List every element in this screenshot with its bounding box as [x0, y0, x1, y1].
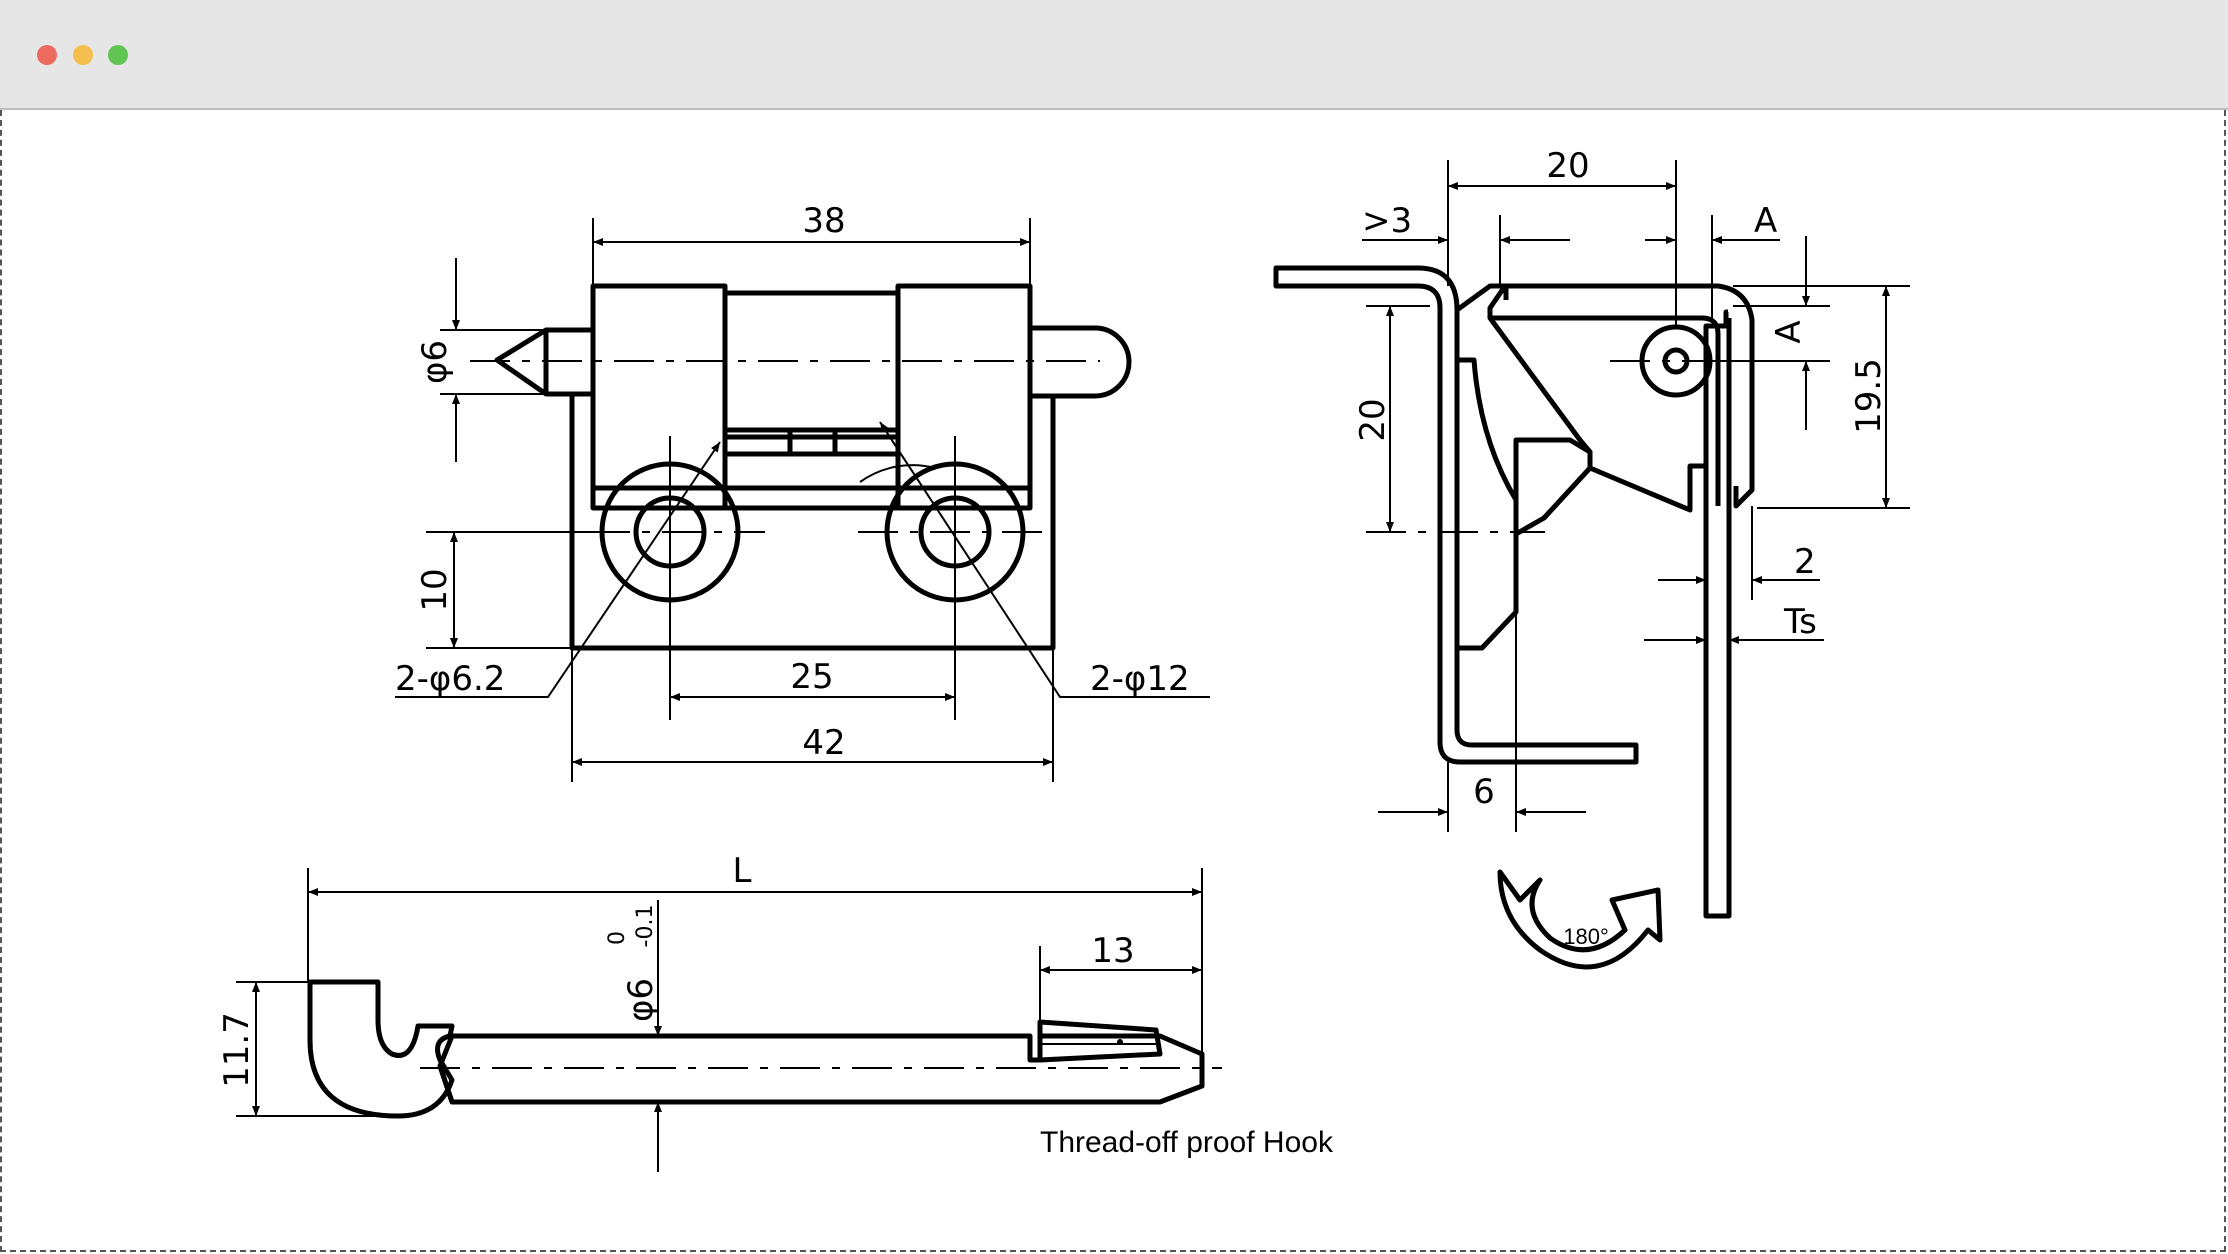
window-titlebar [0, 0, 2228, 110]
dim-ts: Ts [1783, 602, 1817, 642]
maximize-window-button[interactable] [108, 45, 128, 65]
dim-a-top: A [1754, 201, 1777, 241]
dim-phi6: φ6 [415, 340, 455, 384]
latch-base-plate [1273, 265, 1639, 765]
tol-upper: 0 [605, 931, 630, 945]
dim-2: 2 [1794, 542, 1816, 582]
latch-hook-blade [1703, 318, 1732, 919]
dim-a-side: A [1769, 320, 1809, 343]
dim-19-5: 19.5 [1849, 358, 1889, 434]
hook-tip-spring [1037, 1019, 1163, 1063]
hook-end [307, 979, 455, 1119]
label-holes-large: 2-φ12 [1090, 659, 1190, 699]
front-view: 38 φ6 10 2-φ6.2 2-φ12 25 42 [395, 201, 1210, 782]
dim-13: 13 [1091, 931, 1134, 971]
rotation-arrow-icon [1497, 869, 1663, 970]
rotation-label: 180° [1563, 924, 1609, 949]
label-holes-small: 2-φ6.2 [395, 659, 505, 699]
dim-11-7: 11.7 [217, 1012, 257, 1088]
close-window-button[interactable] [37, 45, 57, 65]
dim-20-left: 20 [1353, 398, 1393, 441]
dim-l: L [733, 851, 752, 891]
left-knuckle [590, 283, 728, 511]
pin-right [1030, 325, 1132, 399]
dim-6: 6 [1473, 772, 1495, 812]
drawing-canvas [0, 110, 2226, 1252]
hook-caption: Thread-off proof Hook [1040, 1126, 1334, 1159]
dim-10: 10 [415, 568, 455, 611]
base-plate [569, 396, 1056, 651]
hook-view: L 13 11.7 φ6 0 -0.1 Thread-off proof Hoo… [217, 851, 1334, 1172]
minimize-window-button[interactable] [73, 45, 93, 65]
dim-hook-phi6: φ6 [621, 978, 661, 1022]
dim-38: 38 [802, 201, 845, 241]
dim-42: 42 [802, 723, 845, 763]
side-view: 20 >3 A A 20 19.5 2 Ts [1273, 146, 1910, 970]
dim-25: 25 [790, 657, 833, 697]
tol-lower: -0.1 [633, 905, 658, 948]
dim-20-top: 20 [1546, 146, 1589, 186]
dim-gt3: >3 [1362, 201, 1412, 241]
